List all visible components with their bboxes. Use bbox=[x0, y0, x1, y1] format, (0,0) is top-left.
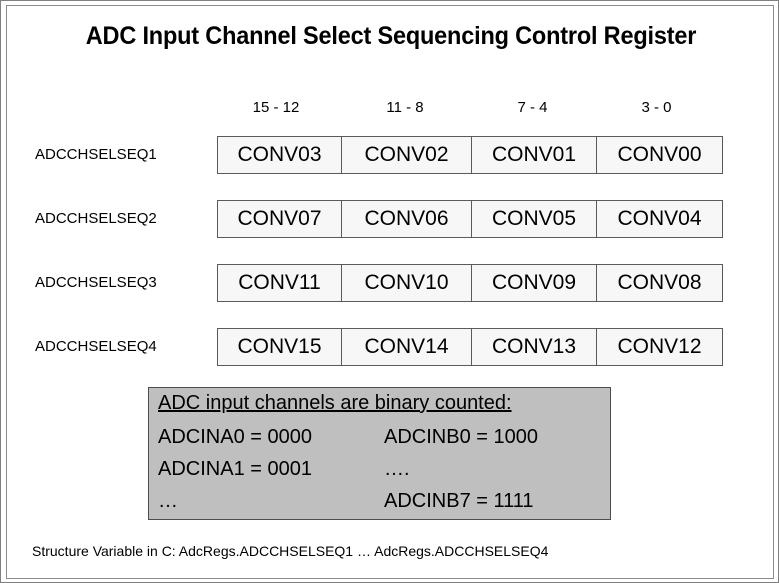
info-box-left-column: ADCINA0 = 0000 ADCINA1 = 0001 … bbox=[158, 421, 378, 517]
bit-range-11-8: 11 - 8 bbox=[386, 99, 424, 116]
register-field-cell[interactable]: CONV15 bbox=[218, 329, 342, 365]
info-line: ADCINB0 = 1000 bbox=[384, 426, 538, 448]
register-field-cell[interactable]: CONV11 bbox=[218, 265, 342, 301]
register-field-cell[interactable]: CONV12 bbox=[597, 329, 722, 365]
info-box-right-column: ADCINB0 = 1000 …. ADCINB7 = 1111 bbox=[384, 421, 604, 517]
register-field-cell[interactable]: CONV06 bbox=[342, 201, 472, 237]
page-title: ADC Input Channel Select Sequencing Cont… bbox=[85, 22, 697, 50]
register-field-cell[interactable]: CONV14 bbox=[342, 329, 472, 365]
register-row-adcchselseq2: ADCCHSELSEQ2 CONV07 CONV06 CONV05 CONV04 bbox=[35, 200, 735, 238]
register-field-cell[interactable]: CONV13 bbox=[472, 329, 597, 365]
bit-range-header-row: 15 - 12 11 - 8 7 - 4 3 - 0 bbox=[212, 99, 718, 116]
info-box: ADC input channels are binary counted: A… bbox=[148, 387, 611, 520]
info-line: … bbox=[158, 490, 178, 512]
register-field-cell[interactable]: CONV10 bbox=[342, 265, 472, 301]
register-field-cell[interactable]: CONV02 bbox=[342, 137, 472, 173]
register-field-cell[interactable]: CONV04 bbox=[597, 201, 722, 237]
register-row-adcchselseq3: ADCCHSELSEQ3 CONV11 CONV10 CONV09 CONV08 bbox=[35, 264, 735, 302]
bit-range-3-0: 3 - 0 bbox=[641, 99, 672, 116]
register-field-cell[interactable]: CONV05 bbox=[472, 201, 597, 237]
bit-range-15-12: 15 - 12 bbox=[252, 99, 300, 116]
register-field-cell[interactable]: CONV01 bbox=[472, 137, 597, 173]
info-line: ADCINB7 = 1111 bbox=[384, 490, 534, 512]
register-field-table-2: CONV07 CONV06 CONV05 CONV04 bbox=[217, 200, 723, 238]
register-field-cell[interactable]: CONV07 bbox=[218, 201, 342, 237]
bit-range-7-4: 7 - 4 bbox=[517, 99, 548, 116]
register-label-adcchselseq4: ADCCHSELSEQ4 bbox=[35, 338, 157, 355]
register-field-table-4: CONV15 CONV14 CONV13 CONV12 bbox=[217, 328, 723, 366]
register-row-adcchselseq4: ADCCHSELSEQ4 CONV15 CONV14 CONV13 CONV12 bbox=[35, 328, 735, 366]
info-box-heading: ADC input channels are binary counted: bbox=[158, 392, 512, 414]
register-label-adcchselseq2: ADCCHSELSEQ2 bbox=[35, 210, 157, 227]
register-field-cell[interactable]: CONV00 bbox=[597, 137, 722, 173]
info-line: …. bbox=[384, 458, 410, 480]
register-field-cell[interactable]: CONV08 bbox=[597, 265, 722, 301]
slide-frame: ADC Input Channel Select Sequencing Cont… bbox=[6, 5, 774, 579]
register-label-adcchselseq1: ADCCHSELSEQ1 bbox=[35, 146, 157, 163]
register-field-table-3: CONV11 CONV10 CONV09 CONV08 bbox=[217, 264, 723, 302]
register-label-adcchselseq3: ADCCHSELSEQ3 bbox=[35, 274, 157, 291]
info-line: ADCINA0 = 0000 bbox=[158, 426, 312, 448]
register-field-cell[interactable]: CONV09 bbox=[472, 265, 597, 301]
footer-note: Structure Variable in C: AdcRegs.ADCCHSE… bbox=[32, 543, 549, 559]
register-field-cell[interactable]: CONV03 bbox=[218, 137, 342, 173]
register-field-table-1: CONV03 CONV02 CONV01 CONV00 bbox=[217, 136, 723, 174]
info-line: ADCINA1 = 0001 bbox=[158, 458, 312, 480]
register-row-adcchselseq1: ADCCHSELSEQ1 CONV03 CONV02 CONV01 CONV00 bbox=[35, 136, 735, 174]
